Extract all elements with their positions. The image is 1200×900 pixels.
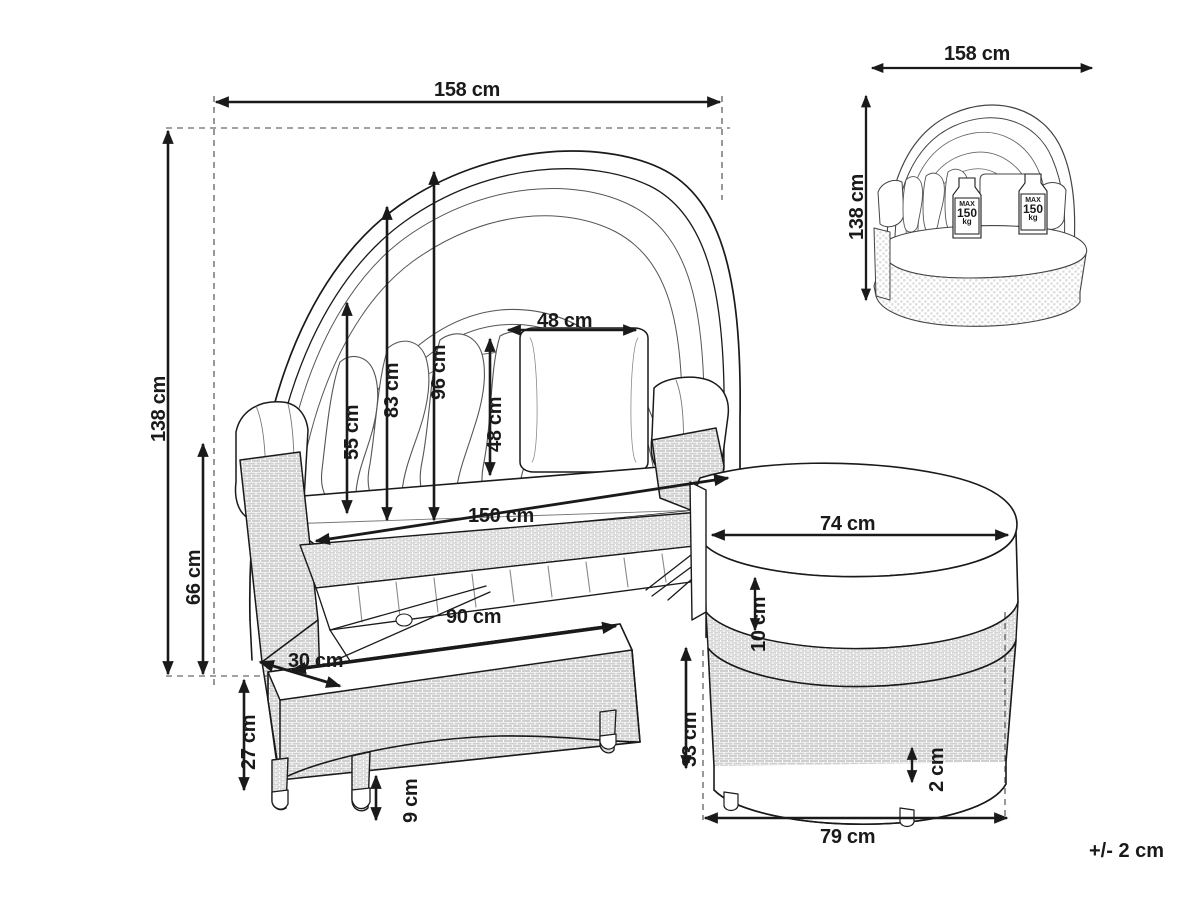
main-daybed-illustration (234, 150, 743, 812)
dim-label-canopy-inner-height: 96 cm (428, 344, 450, 400)
dimension-lines-ottoman (680, 529, 1010, 824)
dim-label-base-height: 27 cm (238, 714, 260, 770)
load-badge-right: MAX 150 kg (1021, 197, 1045, 222)
dim-label-backrest-height: 83 cm (381, 362, 403, 418)
dim-label-overall-width: 158 cm (434, 79, 501, 101)
dim-label-ottoman-cushion-thickness: 10 cm (748, 596, 770, 652)
dim-label-seat-width: 150 cm (468, 505, 535, 527)
load-badge-left-unit: kg (962, 217, 972, 226)
dim-label-ottoman-foot-height: 2 cm (926, 747, 948, 792)
dim-label-inset-width: 158 cm (944, 43, 1011, 65)
dim-label-base-depth: 30 cm (288, 650, 344, 672)
dim-label-ottoman-body-height: 33 cm (679, 711, 701, 767)
tolerance-note: +/- 2 cm (1089, 840, 1165, 862)
load-badge-left: MAX 150 kg (955, 201, 979, 226)
load-badge-right-unit: kg (1028, 213, 1038, 222)
load-badge-left-max: MAX (959, 201, 975, 208)
load-badge-right-value: 150 (1022, 202, 1044, 216)
load-badge-left-value: 150 (956, 206, 978, 220)
dim-label-pillow-height: 48 cm (484, 396, 506, 452)
load-badge-right-max: MAX (1025, 197, 1041, 204)
load-badge-shapes (952, 173, 1048, 239)
dim-label-seat-height: 66 cm (183, 549, 205, 605)
dim-label-ottoman-overall-width: 79 cm (820, 826, 876, 848)
ottoman-illustration (689, 462, 1019, 828)
dimension-lines-main (162, 96, 730, 822)
dim-label-overall-height: 138 cm (148, 375, 170, 442)
dim-label-pillow-width: 48 cm (537, 310, 593, 332)
dim-label-base-width: 90 cm (446, 606, 502, 628)
dim-label-cushion-back-height: 55 cm (341, 404, 363, 460)
dim-label-ottoman-top-width: 74 cm (820, 513, 876, 535)
dim-label-leg-height: 9 cm (400, 778, 422, 823)
dim-label-inset-height: 138 cm (846, 173, 868, 240)
dimension-lines-inset (860, 62, 1094, 302)
